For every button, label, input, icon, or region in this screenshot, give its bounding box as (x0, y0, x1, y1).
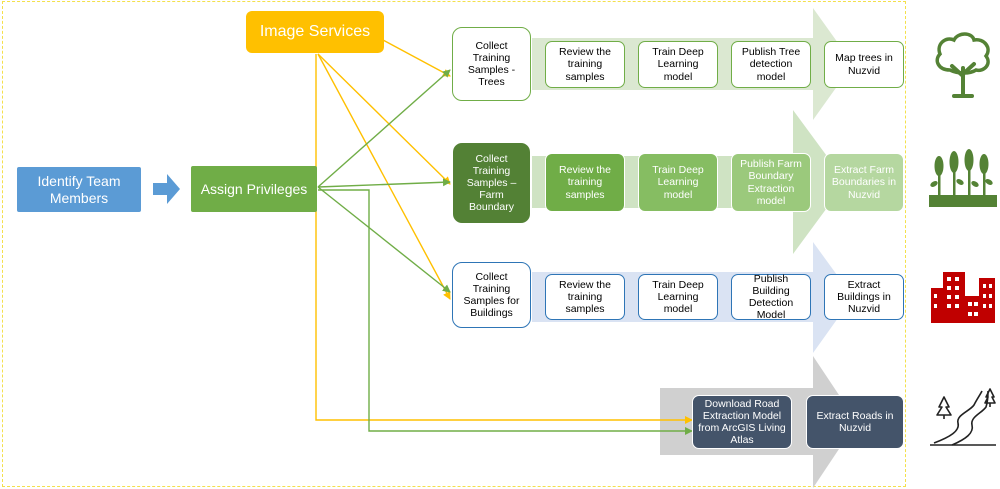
publish-trees-box: Publish Tree detection model (731, 41, 811, 88)
extract-farm-label: Extract Farm Boundaries in Nuzvid (831, 164, 897, 201)
extract-buildings-label: Extract Buildings in Nuzvid (837, 278, 891, 316)
identify-team-members-box: Identify Team Members (17, 167, 141, 212)
map-trees-box: Map trees in Nuzvid (824, 41, 904, 88)
publish-farm-label: Publish Farm Boundary Extraction model (740, 158, 802, 207)
start-arrow (153, 174, 180, 204)
link-image-farm (317, 53, 451, 185)
link-image-trees (382, 39, 451, 77)
image-services-label: Image Services (259, 22, 371, 40)
road-icon (930, 388, 996, 446)
link-assign-trees (317, 69, 451, 188)
extract-buildings-box: Extract Buildings in Nuzvid (824, 274, 904, 320)
review-buildings-label: Review the training samples (559, 278, 611, 316)
train-trees-box: Train Deep Learning model (638, 41, 718, 88)
map-trees-label: Map trees in Nuzvid (835, 52, 893, 77)
publish-farm-box: Publish Farm Boundary Extraction model (731, 153, 811, 212)
train-buildings-label: Train Deep Learning model (652, 278, 704, 316)
crops-icon (929, 149, 997, 207)
extract-farm-box: Extract Farm Boundaries in Nuzvid (824, 153, 904, 212)
review-farm-label: Review the training samples (559, 164, 611, 201)
link-assign-buildings (317, 186, 451, 293)
train-farm-label: Train Deep Learning model (652, 164, 704, 201)
link-assign-roads (318, 189, 693, 435)
extract-roads-label: Extract Roads in Nuzvid (816, 409, 894, 434)
identify-team-members-label: Identify Team Members (37, 173, 121, 206)
dashed-frame (2, 1, 906, 487)
link-image-roads (315, 54, 693, 424)
review-buildings-box: Review the training samples (545, 274, 625, 320)
image-services-box: Image Services (246, 11, 384, 53)
train-buildings-box: Train Deep Learning model (638, 274, 718, 320)
publish-buildings-box: Publish Building Detection Model (731, 272, 811, 322)
review-trees-label: Review the training samples (559, 46, 611, 83)
collect-farm-label: Collect Training Samples – Farm Boundary (466, 152, 517, 214)
link-assign-farm (317, 178, 451, 188)
extract-roads-box: Extract Roads in Nuzvid (806, 395, 904, 449)
buildings-icon (931, 272, 995, 323)
publish-buildings-label: Publish Building Detection Model (748, 272, 794, 322)
train-trees-label: Train Deep Learning model (652, 46, 704, 83)
tree-icon (935, 32, 990, 98)
review-trees-box: Review the training samples (545, 41, 625, 88)
link-image-buildings (317, 53, 451, 300)
download-road-model-label: Download Road Extraction Model from ArcG… (698, 397, 786, 447)
publish-trees-label: Publish Tree detection model (741, 46, 801, 83)
collect-trees-label: Collect Training Samples - Trees (467, 39, 516, 89)
collect-buildings-box: Collect Training Samples for Buildings (452, 262, 531, 328)
train-farm-box: Train Deep Learning model (638, 153, 718, 212)
review-farm-box: Review the training samples (545, 153, 625, 212)
download-road-model-box: Download Road Extraction Model from ArcG… (692, 395, 792, 449)
collect-buildings-label: Collect Training Samples for Buildings (463, 270, 520, 320)
collect-farm-box: Collect Training Samples – Farm Boundary (452, 142, 531, 224)
assign-privileges-box: Assign Privileges (191, 166, 317, 212)
assign-privileges-label: Assign Privileges (200, 180, 308, 197)
collect-trees-box: Collect Training Samples - Trees (452, 27, 531, 101)
